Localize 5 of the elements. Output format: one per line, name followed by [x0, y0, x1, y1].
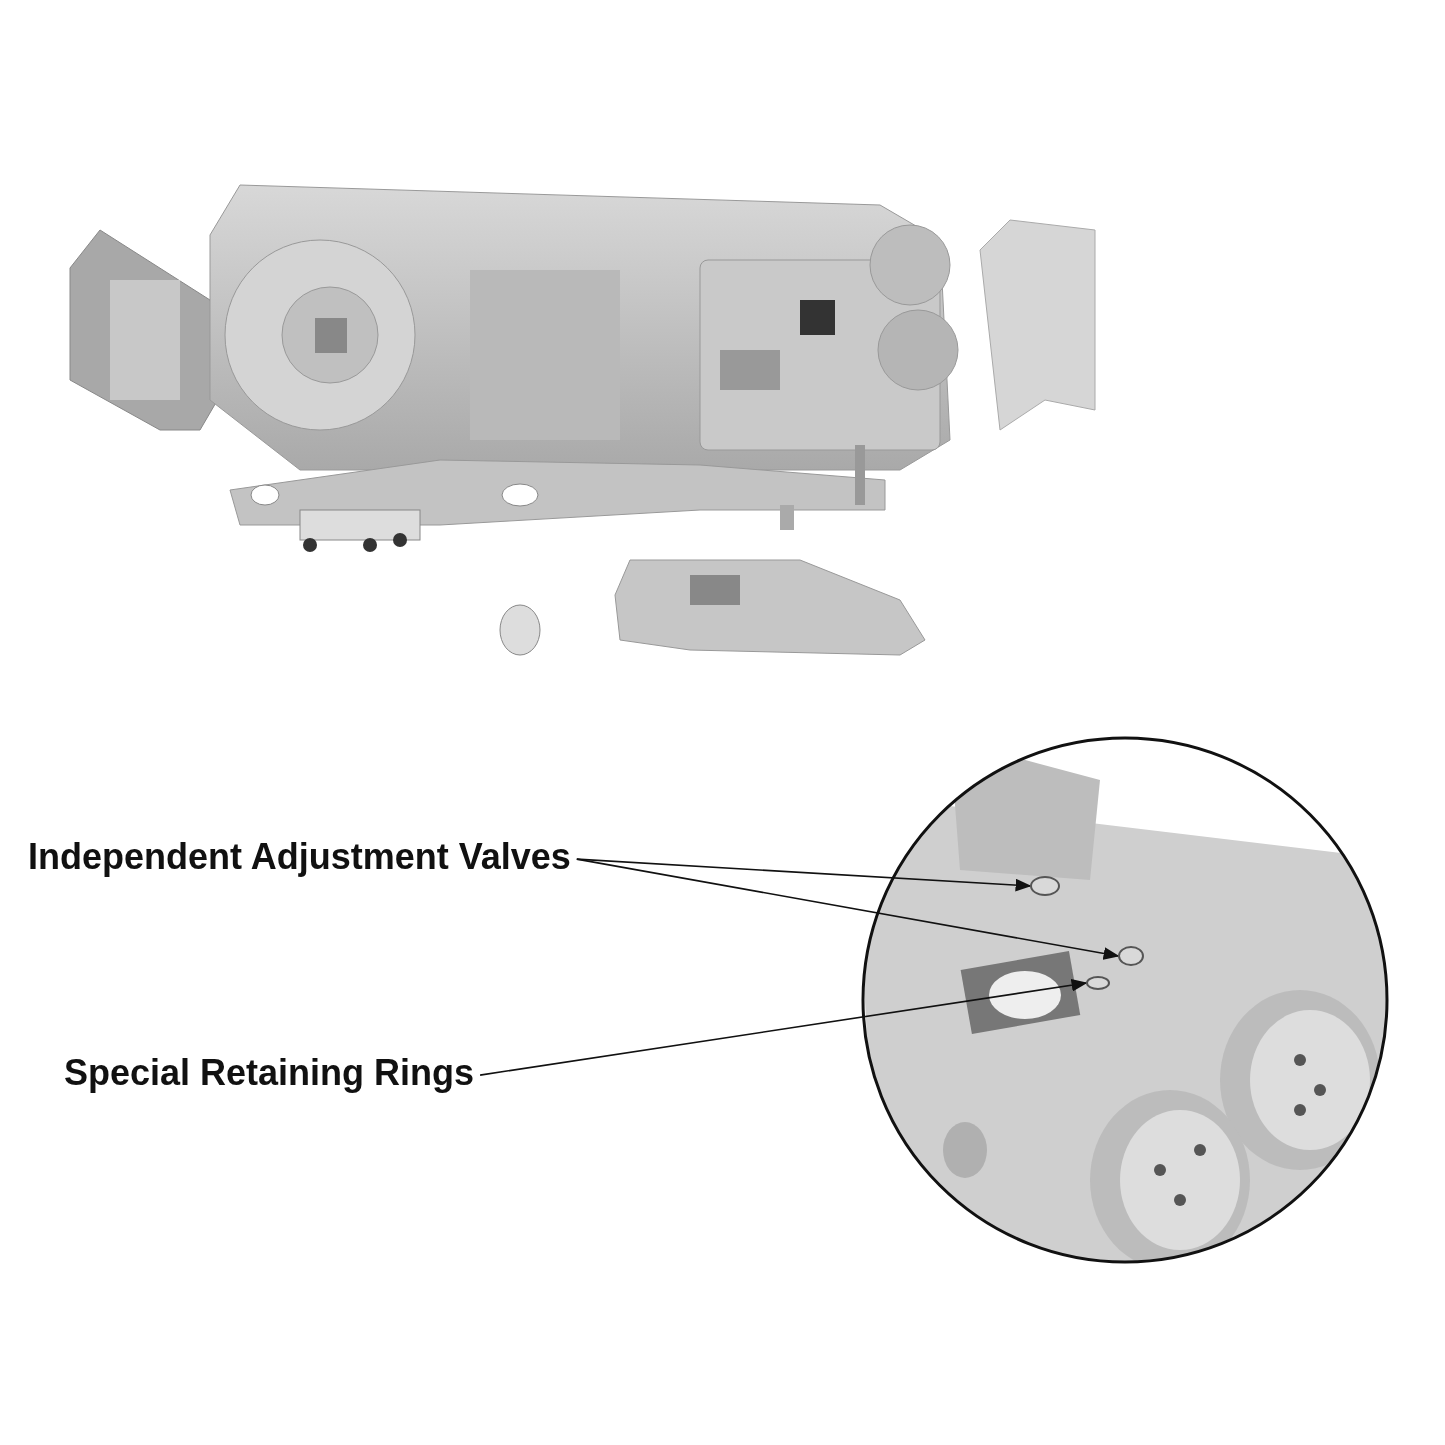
leader-line [479, 978, 1088, 1076]
leader-line [576, 858, 1032, 892]
leader-line [576, 858, 1120, 960]
callout-label: Special Retaining Rings [64, 1052, 475, 1094]
callout-label: Independent Adjustment Valves [28, 836, 571, 878]
